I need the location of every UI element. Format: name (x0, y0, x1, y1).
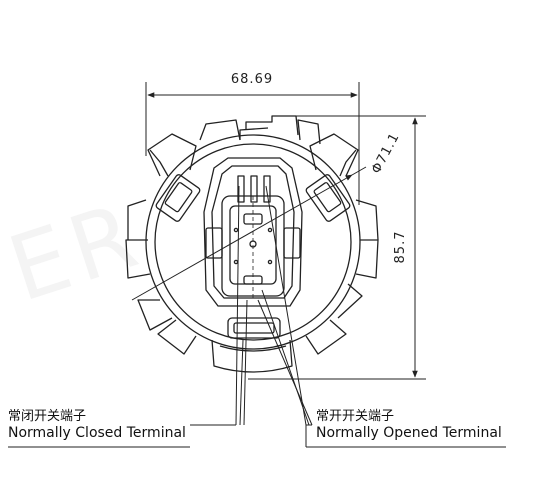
terminal-block (205, 175, 301, 300)
closed-terminal-label-cn: 常闭开关端子 (8, 409, 87, 424)
opened-terminal-label-en: Normally Opened Terminal (316, 425, 502, 442)
opened-terminal-label-cn: 常开开关端子 (316, 409, 395, 424)
closed-terminal-leaders (190, 185, 248, 426)
bottom-latch (227, 317, 281, 339)
left-clip (155, 174, 201, 222)
closed-terminal-callout: 常闭开关端子 Normally Closed Terminal (8, 409, 186, 443)
width-dimension-label: 68.69 (231, 72, 273, 87)
opened-terminal-callout: 常开开关端子 Normally Opened Terminal (316, 409, 502, 443)
right-clip (305, 174, 351, 222)
closed-terminal-label-en: Normally Closed Terminal (8, 425, 186, 442)
diameter-dimension-label: Φ71.1 (369, 130, 403, 176)
height-dimension-label: 85.7 (393, 231, 408, 264)
height-dimension (248, 115, 426, 380)
width-dimension (145, 82, 360, 205)
inner-chamber (203, 157, 303, 307)
opened-terminal-leaders (257, 185, 313, 447)
socket-housing (125, 115, 379, 373)
diameter-dimension (131, 166, 367, 301)
